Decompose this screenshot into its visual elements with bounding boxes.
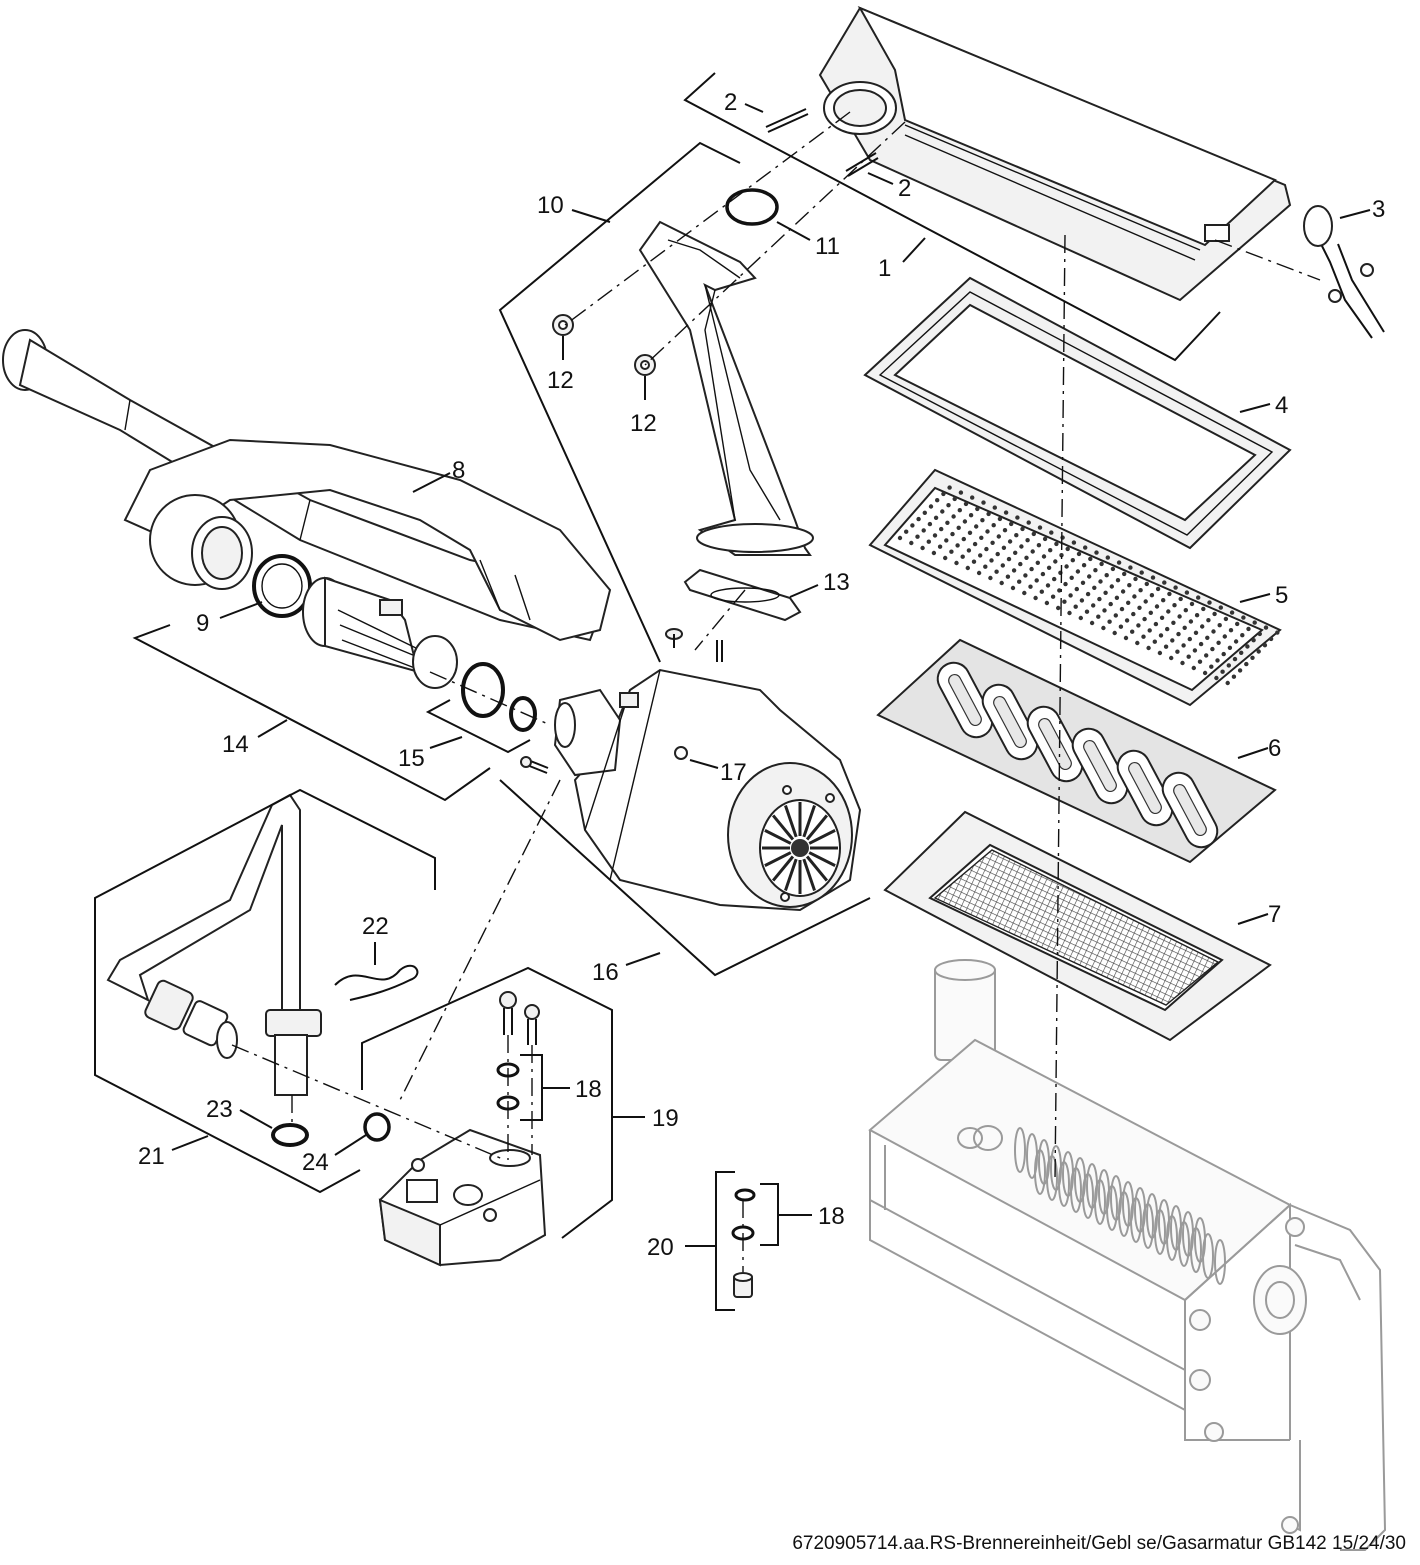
- bolt-13a: [665, 628, 683, 648]
- callout-10: 10: [537, 192, 564, 219]
- callout-19: 19: [652, 1105, 679, 1132]
- assembly-axes: [231, 111, 1321, 1272]
- air-supply-pipe: [2, 329, 612, 642]
- callout-7: 7: [1268, 901, 1281, 928]
- callout-14: 14: [222, 731, 249, 758]
- venturi-14: [302, 576, 458, 689]
- callout-6: 6: [1268, 735, 1281, 762]
- o-ring-11: [725, 188, 779, 226]
- callout-9: 9: [196, 610, 209, 637]
- leader-lines: [94, 72, 1371, 1311]
- callout-5: 5: [1275, 582, 1288, 609]
- callout-12a: 12: [547, 367, 574, 394]
- callout-12b: 12: [630, 410, 657, 437]
- callout-8: 8: [452, 457, 465, 484]
- seal-rings-15: [461, 662, 537, 732]
- callout-17: 17: [720, 759, 747, 786]
- drawing-caption: 6720905714.aa.RS-Brennereinheit/Gebl se/…: [792, 1533, 1406, 1554]
- gas-valve-19: [378, 1128, 547, 1267]
- callout-16: 16: [592, 959, 619, 986]
- callout-24: 24: [302, 1149, 329, 1176]
- burner-cover: [818, 5, 1292, 302]
- callout-2a: 2: [724, 89, 737, 116]
- callout-2b: 2: [898, 175, 911, 202]
- perforated-burner-plate: [868, 468, 1282, 707]
- spring-clip-22: [334, 964, 419, 1001]
- sealing-ring-23: [271, 1123, 309, 1147]
- heat-exchanger: [868, 959, 1387, 1551]
- callout-18a: 18: [575, 1076, 602, 1103]
- gas-pipe-21: [106, 793, 322, 1096]
- fan-screw-17: [520, 756, 549, 774]
- callout-3: 3: [1372, 196, 1385, 223]
- cable-clip: [1303, 205, 1385, 339]
- blower-fan: [553, 668, 862, 912]
- callout-4: 4: [1275, 392, 1288, 419]
- screws-18a: [496, 991, 540, 1111]
- flange-gasket-13: [683, 568, 802, 622]
- screw-2b: [845, 152, 879, 177]
- seal-ring-9: [252, 554, 312, 618]
- callout-15: 15: [398, 745, 425, 772]
- o-ring-24: [363, 1112, 391, 1142]
- burner-rod-plate: [876, 638, 1277, 864]
- callout-labels: 1 2 2 3 4 5 6 7 8 9 10 11 12 12 13 14 15…: [138, 89, 1385, 1261]
- air-intake-duct: [638, 220, 814, 556]
- callout-22: 22: [362, 913, 389, 940]
- callout-13: 13: [823, 569, 850, 596]
- mesh-burner-filter: [883, 810, 1272, 1042]
- callout-1: 1: [878, 255, 891, 282]
- callout-21: 21: [138, 1143, 165, 1170]
- gasket-frame: [863, 276, 1292, 550]
- screw-2a: [765, 108, 809, 133]
- callout-23: 23: [206, 1096, 233, 1123]
- bolt-13b: [716, 640, 723, 662]
- nut-12a: [552, 314, 574, 336]
- callout-18b: 18: [818, 1203, 845, 1230]
- callout-11: 11: [815, 233, 840, 260]
- callout-20: 20: [647, 1234, 674, 1261]
